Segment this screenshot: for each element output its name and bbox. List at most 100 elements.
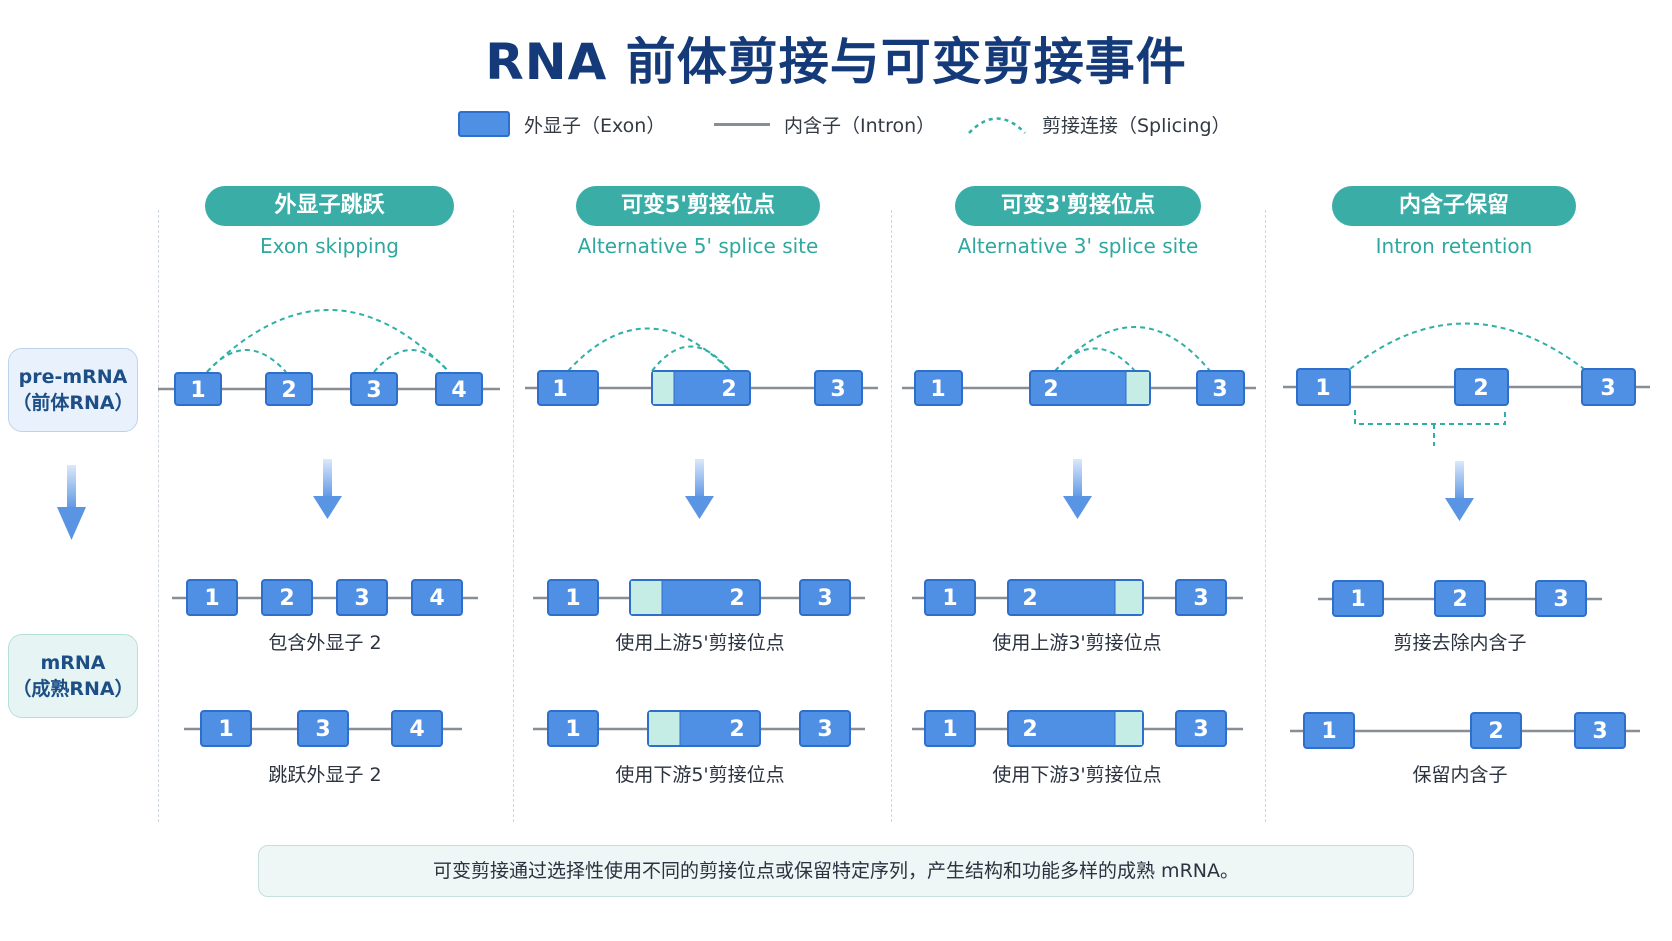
exon-block: 1 xyxy=(1303,712,1355,749)
summary-note: 可变剪接通过选择性使用不同的剪接位点或保留特定序列，产生结构和功能多样的成熟 m… xyxy=(258,845,1414,897)
exon-block: 3 xyxy=(1175,710,1227,747)
svg-text:4: 4 xyxy=(409,717,424,742)
column-divider xyxy=(158,210,159,822)
svg-text:1: 1 xyxy=(1315,376,1330,401)
exon-block: 3 xyxy=(336,579,388,616)
down-arrow-icon xyxy=(313,459,342,519)
exon-block: 2 xyxy=(647,710,761,747)
svg-text:2: 2 xyxy=(729,717,744,742)
svg-text:1: 1 xyxy=(942,717,957,742)
svg-text:2: 2 xyxy=(1043,377,1058,402)
svg-text:3: 3 xyxy=(1212,377,1227,402)
exon-block: 1 xyxy=(914,370,963,406)
exon-block: 2 xyxy=(629,579,761,616)
stage-m-desc: （成熟RNA） xyxy=(12,678,134,700)
column-divider xyxy=(891,210,892,822)
caption-skip-exon: 跳跃外显子 2 xyxy=(268,764,382,786)
exon-block: 3 xyxy=(297,710,349,747)
exon-block: 1 xyxy=(547,710,599,747)
svg-text:2: 2 xyxy=(1022,717,1037,742)
exon-block: 1 xyxy=(186,579,238,616)
exon-block: 2 xyxy=(1007,579,1144,616)
legend-intron-label: 内含子（Intron） xyxy=(784,114,936,137)
svg-text:3: 3 xyxy=(1193,586,1208,611)
svg-text:3: 3 xyxy=(366,378,381,403)
stage-label-pre-mrna: pre-mRNA （前体RNA） xyxy=(8,348,138,432)
svg-text:4: 4 xyxy=(429,586,444,611)
exon-block: 2 xyxy=(1434,580,1486,617)
exon-block: 1 xyxy=(1332,580,1384,617)
legend-splicing: 剪接连接（Splicing） xyxy=(966,110,1231,138)
legend-exon-label: 外显子（Exon） xyxy=(524,114,666,137)
splice-arc-icon xyxy=(968,117,1026,134)
page-title: RNA 前体剪接与可变剪接事件 xyxy=(485,33,1187,91)
svg-text:1: 1 xyxy=(942,586,957,611)
panel-title-alt-3: 可变3'剪接位点 xyxy=(955,186,1201,226)
caption-intron-removed: 剪接去除内含子 xyxy=(1393,632,1527,654)
svg-text:3: 3 xyxy=(817,586,832,611)
exon-block: 3 xyxy=(799,710,851,747)
legend-exon: 外显子（Exon） xyxy=(458,110,665,138)
alternative-region xyxy=(653,372,674,404)
exon-block: 3 xyxy=(799,579,851,616)
svg-text:3: 3 xyxy=(830,377,845,402)
retained-intron-bracket xyxy=(1354,410,1506,425)
intron-line-icon xyxy=(714,122,770,126)
svg-text:1: 1 xyxy=(1321,719,1336,744)
exon-block: 1 xyxy=(174,372,222,406)
caption-upstream-3: 使用上游3'剪接位点 xyxy=(992,632,1162,654)
alternative-region xyxy=(1115,712,1142,745)
down-arrow-icon xyxy=(1445,461,1474,521)
caption-include-exon: 包含外显子 2 xyxy=(268,632,382,654)
exon-swatch-icon xyxy=(458,111,510,137)
svg-text:2: 2 xyxy=(729,586,744,611)
svg-text:1: 1 xyxy=(218,717,233,742)
splice-arc xyxy=(567,327,731,372)
stage-pre-desc: （前体RNA） xyxy=(12,392,134,414)
exon-block: 2 xyxy=(1454,368,1509,406)
exon-block: 4 xyxy=(411,579,463,616)
exon-block: 2 xyxy=(651,370,751,406)
legend-intron: 内含子（Intron） xyxy=(714,110,935,138)
svg-text:2: 2 xyxy=(1022,586,1037,611)
exon-block: 2 xyxy=(1029,370,1151,406)
legend-splicing-label: 剪接连接（Splicing） xyxy=(1042,114,1231,137)
svg-text:3: 3 xyxy=(1193,717,1208,742)
exon-block: 3 xyxy=(1196,370,1245,406)
svg-text:3: 3 xyxy=(354,586,369,611)
exon-block: 3 xyxy=(1581,368,1636,406)
svg-text:1: 1 xyxy=(552,377,567,402)
svg-text:2: 2 xyxy=(1452,587,1467,612)
panel-subtitle-alt-5: Alternative 5' splice site xyxy=(577,234,819,258)
exon-block: 3 xyxy=(814,370,863,406)
svg-text:1: 1 xyxy=(204,586,219,611)
panel-title-intron-retention: 内含子保留 xyxy=(1332,186,1576,226)
exon-block: 3 xyxy=(1175,579,1227,616)
panel-title-alt-5: 可变5'剪接位点 xyxy=(576,186,820,226)
alternative-region xyxy=(649,712,680,745)
panel-subtitle-alt-3: Alternative 3' splice site xyxy=(957,234,1199,258)
splice-arc xyxy=(1054,347,1136,372)
svg-text:1: 1 xyxy=(565,586,580,611)
column-divider xyxy=(1265,210,1266,822)
splice-arc xyxy=(651,345,731,372)
column-divider xyxy=(513,210,514,822)
exon-block: 1 xyxy=(547,579,599,616)
svg-text:1: 1 xyxy=(1350,587,1365,612)
splice-arc xyxy=(206,349,287,373)
exon-block: 1 xyxy=(200,710,252,747)
svg-text:3: 3 xyxy=(1592,719,1607,744)
panel-subtitle-exon-skipping: Exon skipping xyxy=(259,234,399,258)
svg-text:1: 1 xyxy=(930,377,945,402)
svg-text:3: 3 xyxy=(1553,587,1568,612)
panel-subtitle-intron-retention: Intron retention xyxy=(1375,234,1533,258)
svg-text:2: 2 xyxy=(279,586,294,611)
splice-arc xyxy=(1054,326,1211,372)
exon-block: 3 xyxy=(1535,580,1587,617)
svg-text:2: 2 xyxy=(721,377,736,402)
exon-block: 1 xyxy=(1296,368,1351,406)
panel-title-exon-skipping: 外显子跳跃 xyxy=(205,186,454,226)
splice-arc xyxy=(373,349,450,373)
splice-arc xyxy=(1349,322,1585,370)
exon-block: 2 xyxy=(1470,712,1522,749)
